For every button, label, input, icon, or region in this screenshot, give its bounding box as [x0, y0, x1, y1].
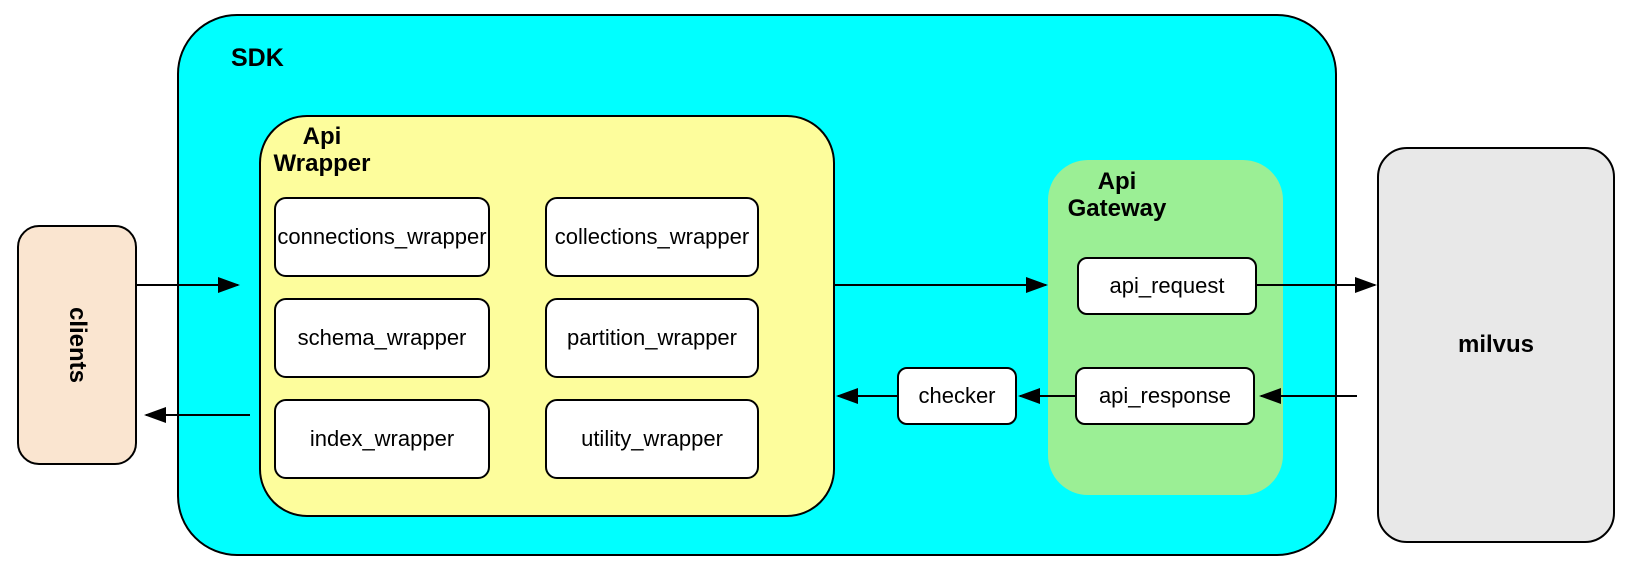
- api-wrapper-label-line2: Wrapper: [273, 150, 371, 178]
- api-wrapper-label-line1: Api: [302, 123, 342, 150]
- api-gateway-label-line1: Api: [1097, 168, 1137, 195]
- wrapper-module-grid: connections_wrapper collections_wrapper …: [274, 197, 759, 479]
- node-schema-wrapper: schema_wrapper: [274, 298, 490, 378]
- clients-label: clients: [64, 306, 91, 384]
- node-collections-wrapper: collections_wrapper: [545, 197, 759, 277]
- api-gateway-label-line2: Gateway: [1067, 195, 1167, 223]
- clients-container: clients: [17, 225, 137, 465]
- node-connections-wrapper: connections_wrapper: [274, 197, 490, 277]
- milvus-container: milvus: [1377, 147, 1615, 543]
- node-partition-wrapper: partition_wrapper: [545, 298, 759, 378]
- sdk-label: SDK: [231, 44, 284, 72]
- node-api-response: api_response: [1075, 367, 1255, 425]
- node-api-request: api_request: [1077, 257, 1257, 315]
- node-index-wrapper: index_wrapper: [274, 399, 490, 479]
- node-utility-wrapper: utility_wrapper: [545, 399, 759, 479]
- node-checker: checker: [897, 367, 1017, 425]
